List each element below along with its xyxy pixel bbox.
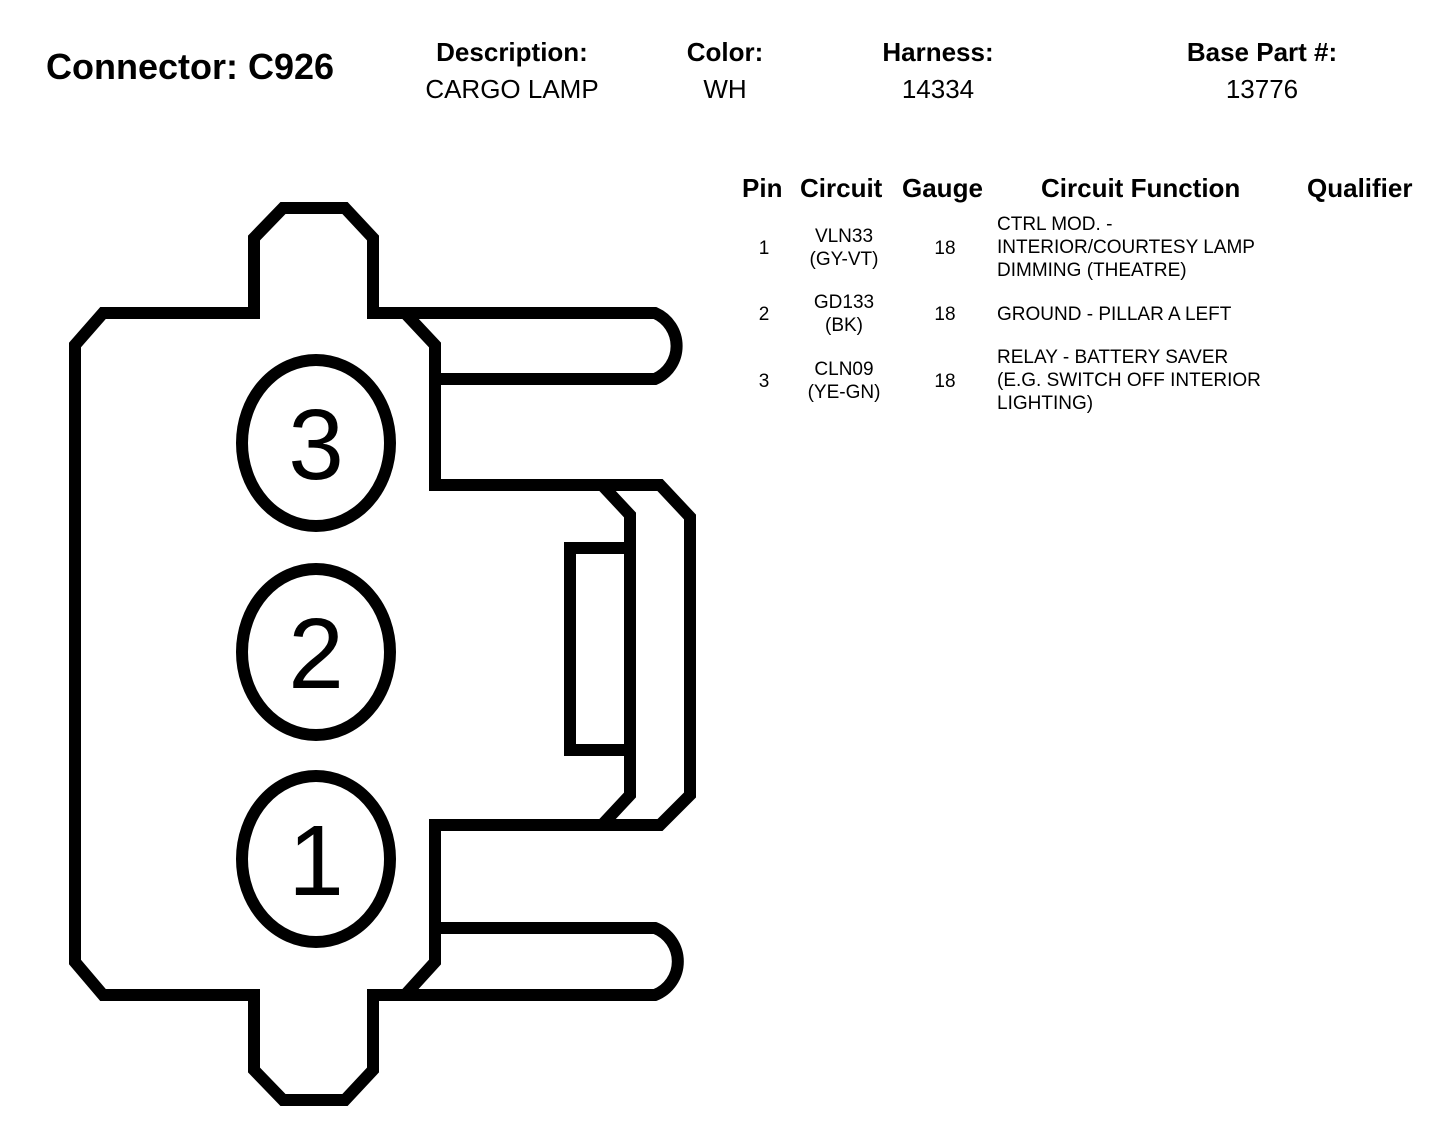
circuit-wire-color: (YE-GN) [807,382,881,403]
circuit-function: CTRL MOD. - INTERIOR/COURTESY LAMP DIMMI… [997,213,1297,282]
harness-field: Harness: 14334 [838,36,1038,110]
function-line: LIGHTING) [997,393,1094,414]
pin-number: 3 [758,371,770,392]
function-line: DIMMING (THEATRE) [997,260,1187,281]
pin-cavity-2 [236,563,396,741]
column-header-pin: Pin [742,173,783,203]
pin-label-1: 1 [288,805,344,917]
top-latch-tab [367,307,683,385]
description-value: CARGO LAMP [425,74,599,104]
column-header-qualifier: Qualifier [1307,173,1413,203]
harness-label: Harness: [882,37,994,67]
color-label: Color: [686,37,764,67]
function-line: CTRL MOD. - [997,214,1113,235]
base-part-field: Base Part #: 13776 [1162,36,1362,110]
base-part-label: Base Part #: [1186,37,1338,67]
bottom-latch-tab [399,922,684,1001]
color-value: WH [703,74,747,104]
pin-cavity-1 [236,770,396,948]
column-header-gauge: Gauge [902,173,983,203]
column-header-circuit-function: Circuit Function [1041,173,1241,203]
base-part-value: 13776 [1225,74,1299,104]
gauge-value: 18 [934,304,956,325]
pin-label-3: 3 [288,389,344,501]
description-label: Description: [436,37,588,67]
circuit-cell: VLN33 (GY-VT) [790,225,898,271]
gauge-value: 18 [934,238,956,259]
circuit-function: GROUND - PILLAR A LEFT [997,303,1297,326]
circuit-cell: GD133 (BK) [790,291,898,337]
harness-value: 14334 [901,74,975,104]
function-line: GROUND - PILLAR A LEFT [997,304,1232,325]
description-field: Description: CARGO LAMP [392,36,632,110]
circuit-function: RELAY - BATTERY SAVER (E.G. SWITCH OFF I… [997,346,1297,415]
latch-inner-block [564,542,636,756]
connector-title: Connector: C926 [46,46,335,87]
circuit-wire-color: (GY-VT) [809,249,879,270]
circuit-cell: CLN09 (YE-GN) [790,358,898,404]
pin-cavity-3 [236,354,396,532]
connector-body-outline [69,202,636,1106]
circuit-id: GD133 [813,292,875,313]
gauge-value: 18 [934,371,956,392]
circuit-id: CLN09 [814,359,874,380]
right-latch-outer [596,479,696,831]
circuit-id: VLN33 [814,226,874,247]
color-field: Color: WH [655,36,795,110]
function-line: INTERIOR/COURTESY LAMP [997,237,1255,258]
function-line: RELAY - BATTERY SAVER [997,347,1229,368]
pin-number: 2 [758,304,770,325]
pin-number: 1 [758,238,770,259]
pin-label-2: 2 [288,598,344,710]
function-line: (E.G. SWITCH OFF INTERIOR [997,370,1261,391]
circuit-wire-color: (BK) [825,315,863,336]
column-header-circuit: Circuit [800,173,883,203]
